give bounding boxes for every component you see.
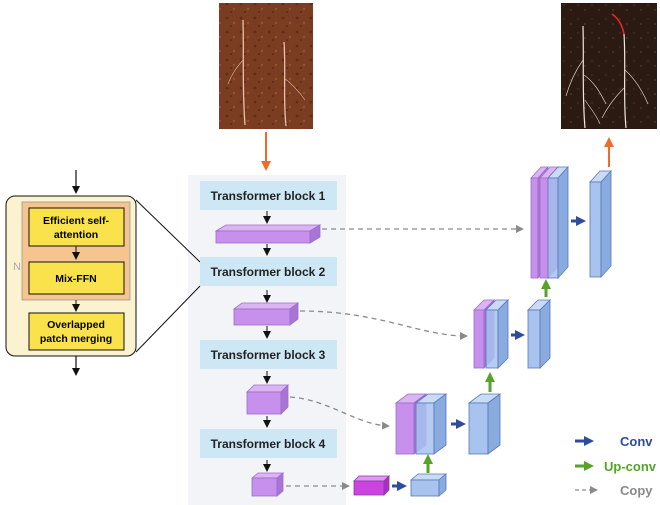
- legend-copy-label: Copy: [620, 483, 653, 498]
- decoder-stage-2-conv-feature: [527, 299, 551, 369]
- transformer-block-1-label: Transformer block 1: [211, 189, 326, 203]
- legend: Conv Up-conv Copy: [575, 434, 657, 498]
- ffn-label: Mix-FFN: [55, 273, 96, 285]
- encoder-feature-4: [250, 472, 285, 497]
- decoder-stage-0-conv-feature: [409, 473, 448, 497]
- decoder-output-feature: [589, 169, 612, 279]
- encoder-feature-2: [232, 302, 300, 326]
- transformer-block-4: Transformer block 4: [200, 429, 337, 458]
- block-detail-panel: N Efficient self- attention Mix-FFN Over…: [5, 170, 137, 376]
- legend-conv-label: Conv: [620, 434, 653, 449]
- merge-label-line2: patch merging: [40, 333, 112, 345]
- transformer-block-2-label: Transformer block 2: [211, 265, 326, 279]
- repeat-label: N: [13, 261, 21, 273]
- encoder-feature-1: [214, 224, 322, 244]
- input-image: [219, 3, 313, 129]
- legend-upconv-label: Up-conv: [604, 459, 657, 474]
- attention-label-line2: attention: [54, 229, 98, 241]
- attention-label-line1: Efficient self-: [43, 215, 109, 227]
- decoder-stage-1-conv-feature: [467, 393, 502, 455]
- transformer-block-3-label: Transformer block 3: [211, 348, 326, 362]
- merge-label-line1: Overlapped: [47, 319, 105, 331]
- output-image: [561, 3, 657, 129]
- encoder-feature-3: [246, 384, 289, 415]
- transformer-block-3: Transformer block 3: [200, 340, 337, 369]
- transformer-block-2: Transformer block 2: [200, 257, 337, 286]
- decoder-stage-1-upconv-feature: [414, 393, 448, 455]
- decoder-stage-2-upconv-feature: [485, 299, 509, 369]
- decoder-stage-3-merged-feature: [547, 165, 569, 280]
- transformer-block-1: Transformer block 1: [200, 181, 337, 210]
- zoom-line-top: [135, 199, 201, 263]
- decoder-stage-0-copied-feature: [353, 475, 390, 496]
- transformer-block-4-label: Transformer block 4: [211, 437, 326, 451]
- copy-connection-3: [289, 396, 390, 430]
- zoom-line-bottom: [135, 285, 201, 353]
